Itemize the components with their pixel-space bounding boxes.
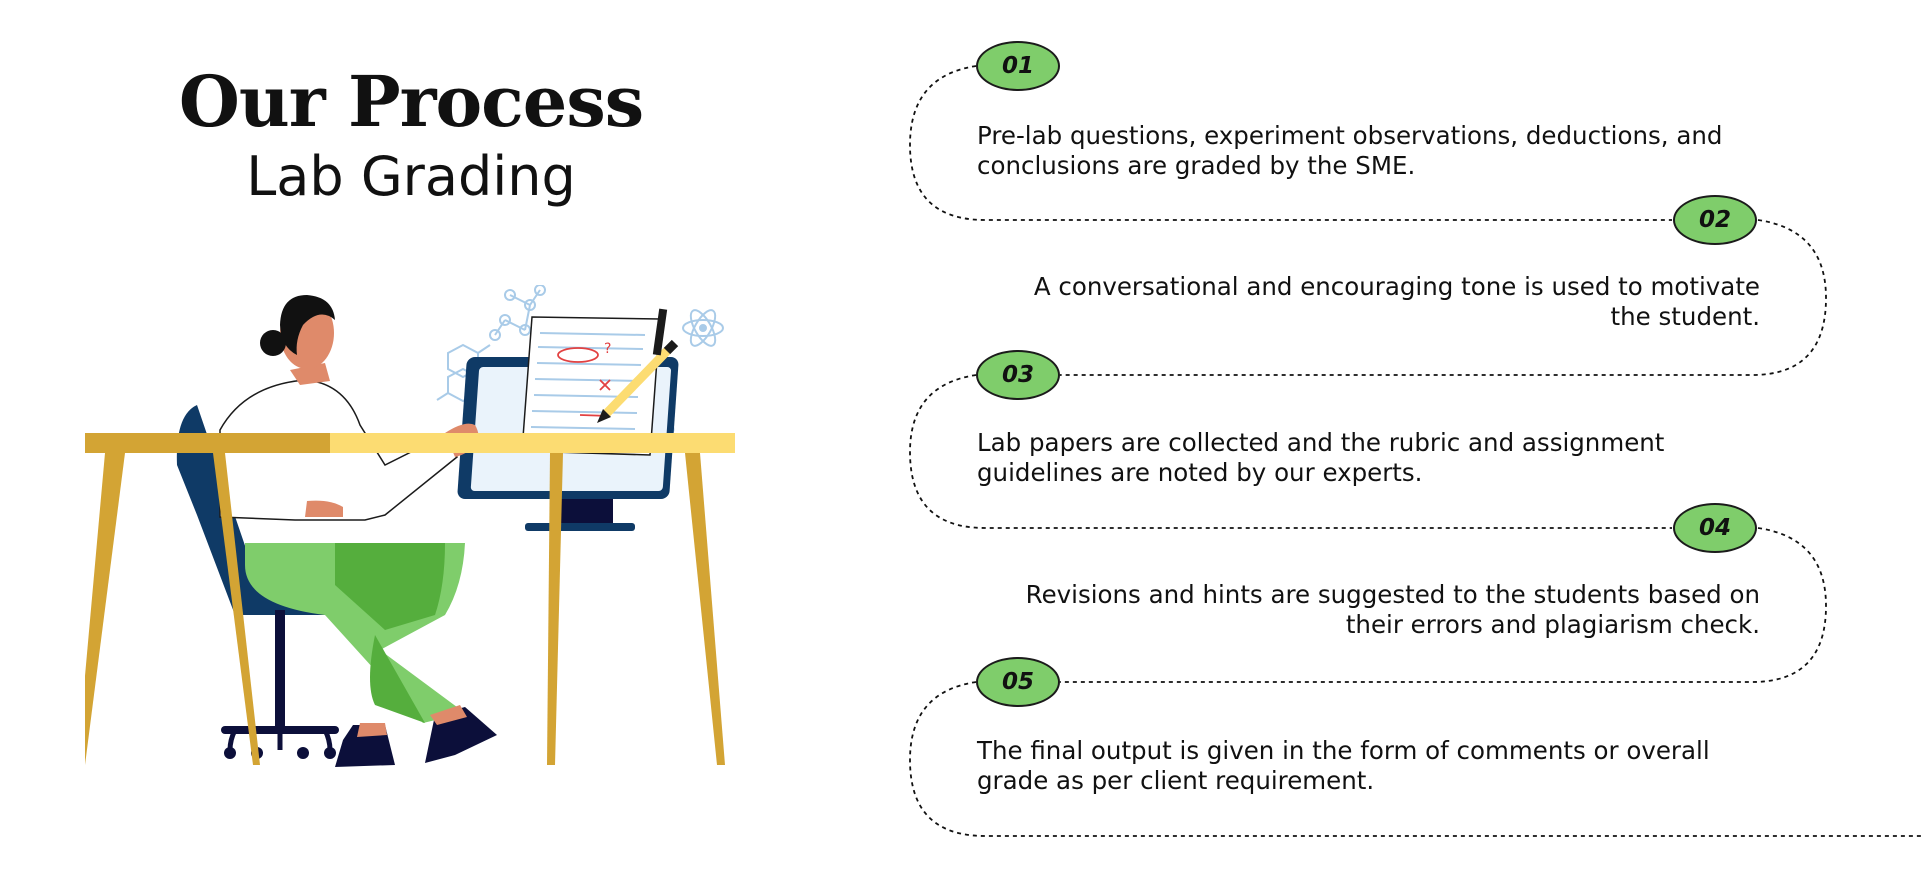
step-badge-04: 04: [1673, 503, 1757, 553]
desk: [77, 433, 735, 765]
step-text-05: The final output is given in the form of…: [977, 736, 1710, 795]
svg-text:?: ?: [604, 341, 611, 357]
atom-icon: [682, 309, 724, 347]
step-badge-01: 01: [976, 41, 1060, 91]
title-block: Our Process Lab Grading: [0, 60, 822, 210]
desk-leg-right-front: [685, 453, 725, 765]
illustration: ?: [77, 284, 735, 845]
page-title: Our Process: [178, 60, 644, 143]
desk-leg-left-front: [77, 453, 125, 765]
molecule-network-icon: [489, 284, 546, 341]
step-badge-05: 05: [976, 657, 1060, 707]
paper-document: ?: [521, 316, 661, 456]
step-text-04: Revisions and hints are suggested to the…: [1025, 580, 1760, 639]
step-text-02: A conversational and encouraging tone is…: [1033, 272, 1760, 331]
step-text-01: Pre-lab questions, experiment observatio…: [977, 121, 1723, 180]
desk-leg-left-back: [213, 453, 260, 765]
pencil: [597, 308, 679, 423]
desk-leg-right-back: [547, 453, 563, 765]
woman-at-desk-illustration: ?: [77, 284, 735, 767]
page-subtitle: Lab Grading: [246, 145, 576, 208]
step-badge-03: 03: [976, 350, 1060, 400]
step-badge-02: 02: [1673, 195, 1757, 245]
step-text-03: Lab papers are collected and the rubric …: [977, 428, 1665, 487]
person: [219, 295, 497, 767]
